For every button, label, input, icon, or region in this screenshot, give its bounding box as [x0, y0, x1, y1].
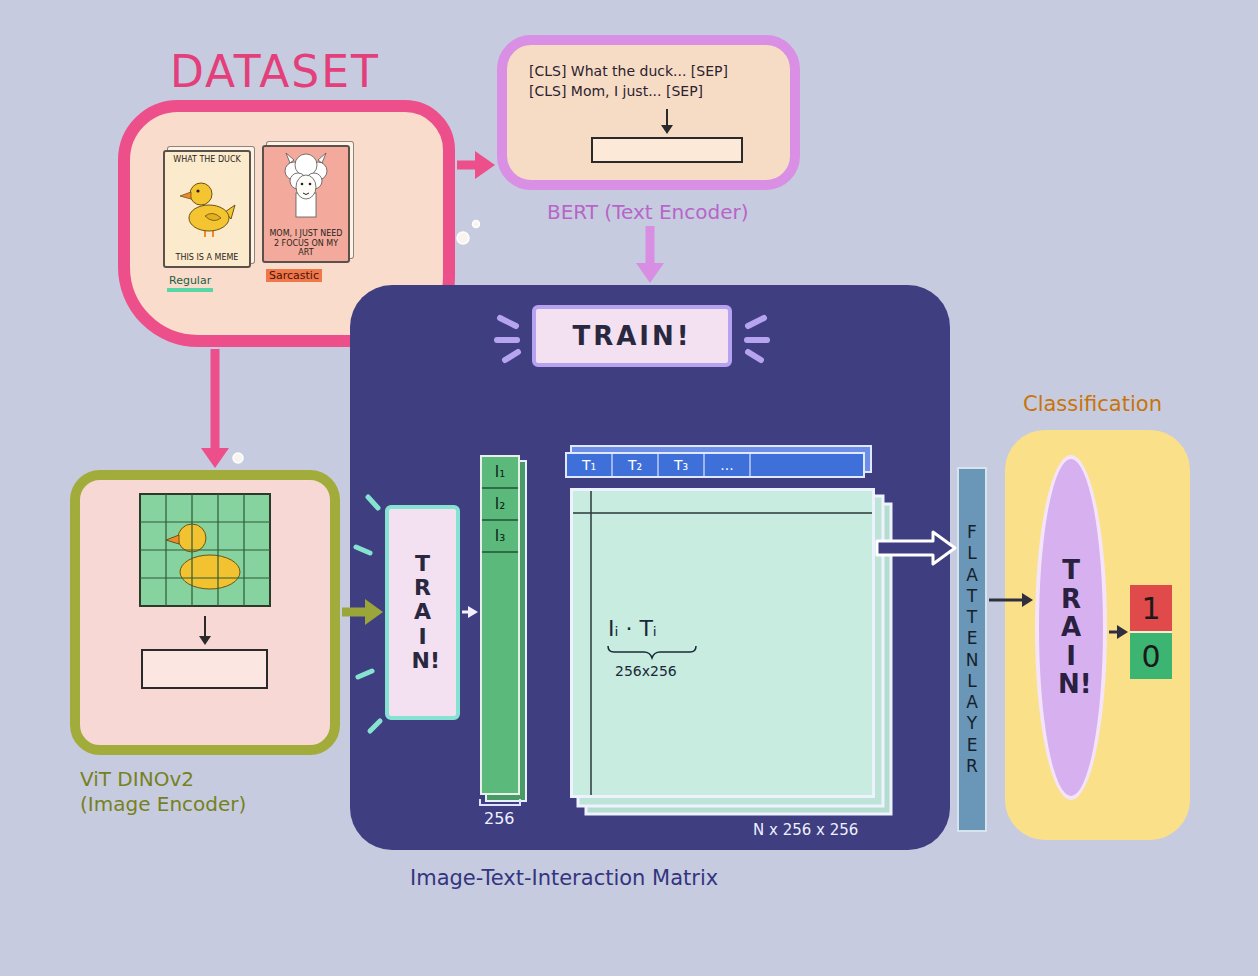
encode-arrowhead	[199, 636, 211, 645]
matrix-line	[590, 491, 592, 795]
alpaca-illustration	[278, 153, 334, 217]
token-sequence: [CLS] What the duck... [SEP]	[529, 61, 770, 81]
emphasis-dash	[358, 671, 372, 677]
image-encoder-box: ViT DINOv2 (Image Encoder)	[70, 470, 340, 755]
thought-bubble	[457, 232, 469, 244]
connector	[636, 226, 664, 283]
class-tag: Sarcastic	[266, 269, 322, 282]
embedding-bar	[142, 650, 267, 688]
alpaca-mouth	[303, 193, 309, 195]
dimension-label: N x 256 x 256	[753, 821, 858, 839]
train-oval: TRAIN!	[1035, 455, 1107, 800]
layer-label: FLATTEN LAYER	[964, 522, 981, 777]
formula: Iᵢ · Tᵢ	[608, 616, 657, 641]
encoder-label: ViT DINOv2 (Image Encoder)	[80, 767, 250, 817]
duck-beak	[180, 192, 191, 199]
encode-arrow	[666, 109, 668, 127]
matrix-line	[573, 512, 872, 514]
meme-card: WHAT THE DUCKTHIS IS A MEMERegular	[163, 150, 251, 268]
emphasis-dash	[500, 318, 516, 326]
image-token: I₂	[482, 489, 518, 521]
panel-title: Classification	[1023, 392, 1162, 416]
duck-illustration	[177, 172, 237, 238]
grid-duck-body	[180, 555, 240, 589]
output-classes: 10	[1130, 585, 1172, 679]
emphasis-dash	[748, 318, 764, 326]
train-label: TRAIN!	[412, 552, 434, 673]
matrix-decoration	[573, 491, 872, 795]
connector-line	[646, 226, 655, 267]
arrowhead	[475, 151, 495, 179]
train-banner: TRAIN!	[532, 305, 732, 367]
thought-bubble	[233, 453, 243, 463]
classification-panel: ClassificationTRAIN!10	[1005, 430, 1190, 840]
token-sequence: [CLS] Mom, I just... [SEP]	[529, 81, 770, 101]
train-label: TRAIN!	[572, 321, 691, 351]
duck-head	[190, 183, 212, 205]
image-patch-illustration	[80, 480, 330, 745]
alpaca-ear	[286, 153, 294, 163]
interaction-matrix: Iᵢ · Tᵢ256x256N x 256 x 256	[570, 488, 875, 798]
encode-arrow	[204, 616, 206, 638]
class-output: 0	[1130, 631, 1172, 679]
alpaca-ear	[318, 153, 326, 163]
text-token: T₃	[659, 454, 705, 476]
train-label: TRAIN!	[1058, 556, 1084, 699]
train-card: TRAIN!	[385, 505, 460, 720]
alpaca-face	[296, 175, 316, 199]
meme-card: MOM, I JUST NEED 2 FOCUS ON MY ARTSarcas…	[262, 145, 350, 263]
alpaca-eye	[301, 183, 304, 186]
arrowhead	[636, 263, 664, 283]
meme-caption: THIS IS A MEME	[168, 253, 246, 263]
connector-line	[457, 161, 479, 170]
image-token: I₁	[482, 457, 518, 489]
alpaca-eye	[309, 183, 312, 186]
meme-caption: WHAT THE DUCK	[168, 155, 246, 165]
text-embedding-row: T₁T₂T₃...	[565, 452, 865, 478]
emphasis-dash	[505, 352, 518, 360]
encode-arrowhead	[661, 125, 673, 134]
class-output: 1	[1130, 585, 1172, 631]
emphasis-dash	[356, 547, 370, 553]
emphasis-dashes	[356, 497, 380, 731]
panel-caption: Image-Text-Interaction Matrix	[410, 866, 718, 890]
text-token: T₁	[567, 454, 613, 476]
dimension-label: 256	[484, 809, 515, 828]
duck-wing	[205, 213, 221, 220]
emphasis-dash	[497, 337, 517, 343]
thought-bubble	[473, 221, 480, 228]
region-title: DATASET	[170, 48, 380, 96]
dimension-bracket	[480, 799, 520, 805]
arrowhead	[201, 448, 229, 468]
ellipsis: ...	[705, 454, 751, 476]
text-token: T₂	[613, 454, 659, 476]
grid-duck-beak	[166, 535, 179, 544]
connector-line	[211, 349, 220, 452]
meme-caption: MOM, I JUST NEED 2 FOCUS ON MY ART	[267, 229, 345, 258]
duck-body	[189, 205, 229, 231]
emphasis-dash	[370, 721, 380, 731]
connector	[201, 349, 229, 468]
emphasis-dash	[748, 352, 761, 360]
embedding-bar	[592, 138, 742, 162]
class-tag: Regular	[167, 274, 213, 292]
encoder-label: BERT (Text Encoder)	[547, 200, 749, 224]
patch-lines	[140, 494, 270, 606]
duck-eye	[196, 189, 199, 192]
emphasis-dash	[747, 337, 767, 343]
emphasis-dash	[368, 497, 378, 508]
dimension-label: 256x256	[615, 663, 677, 679]
underbrace	[608, 646, 696, 658]
patch-grid	[140, 494, 270, 606]
text-encoder-box: [CLS] What the duck... [SEP][CLS] Mom, I…	[497, 35, 800, 190]
flatten-layer: FLATTEN LAYER	[957, 467, 987, 832]
connector	[457, 151, 495, 179]
interaction-panel: Image-Text-Interaction MatrixTRAIN!TRAIN…	[350, 285, 950, 850]
image-embedding-column: I₁I₂I₃256	[480, 455, 520, 795]
image-token: I₃	[482, 521, 518, 553]
